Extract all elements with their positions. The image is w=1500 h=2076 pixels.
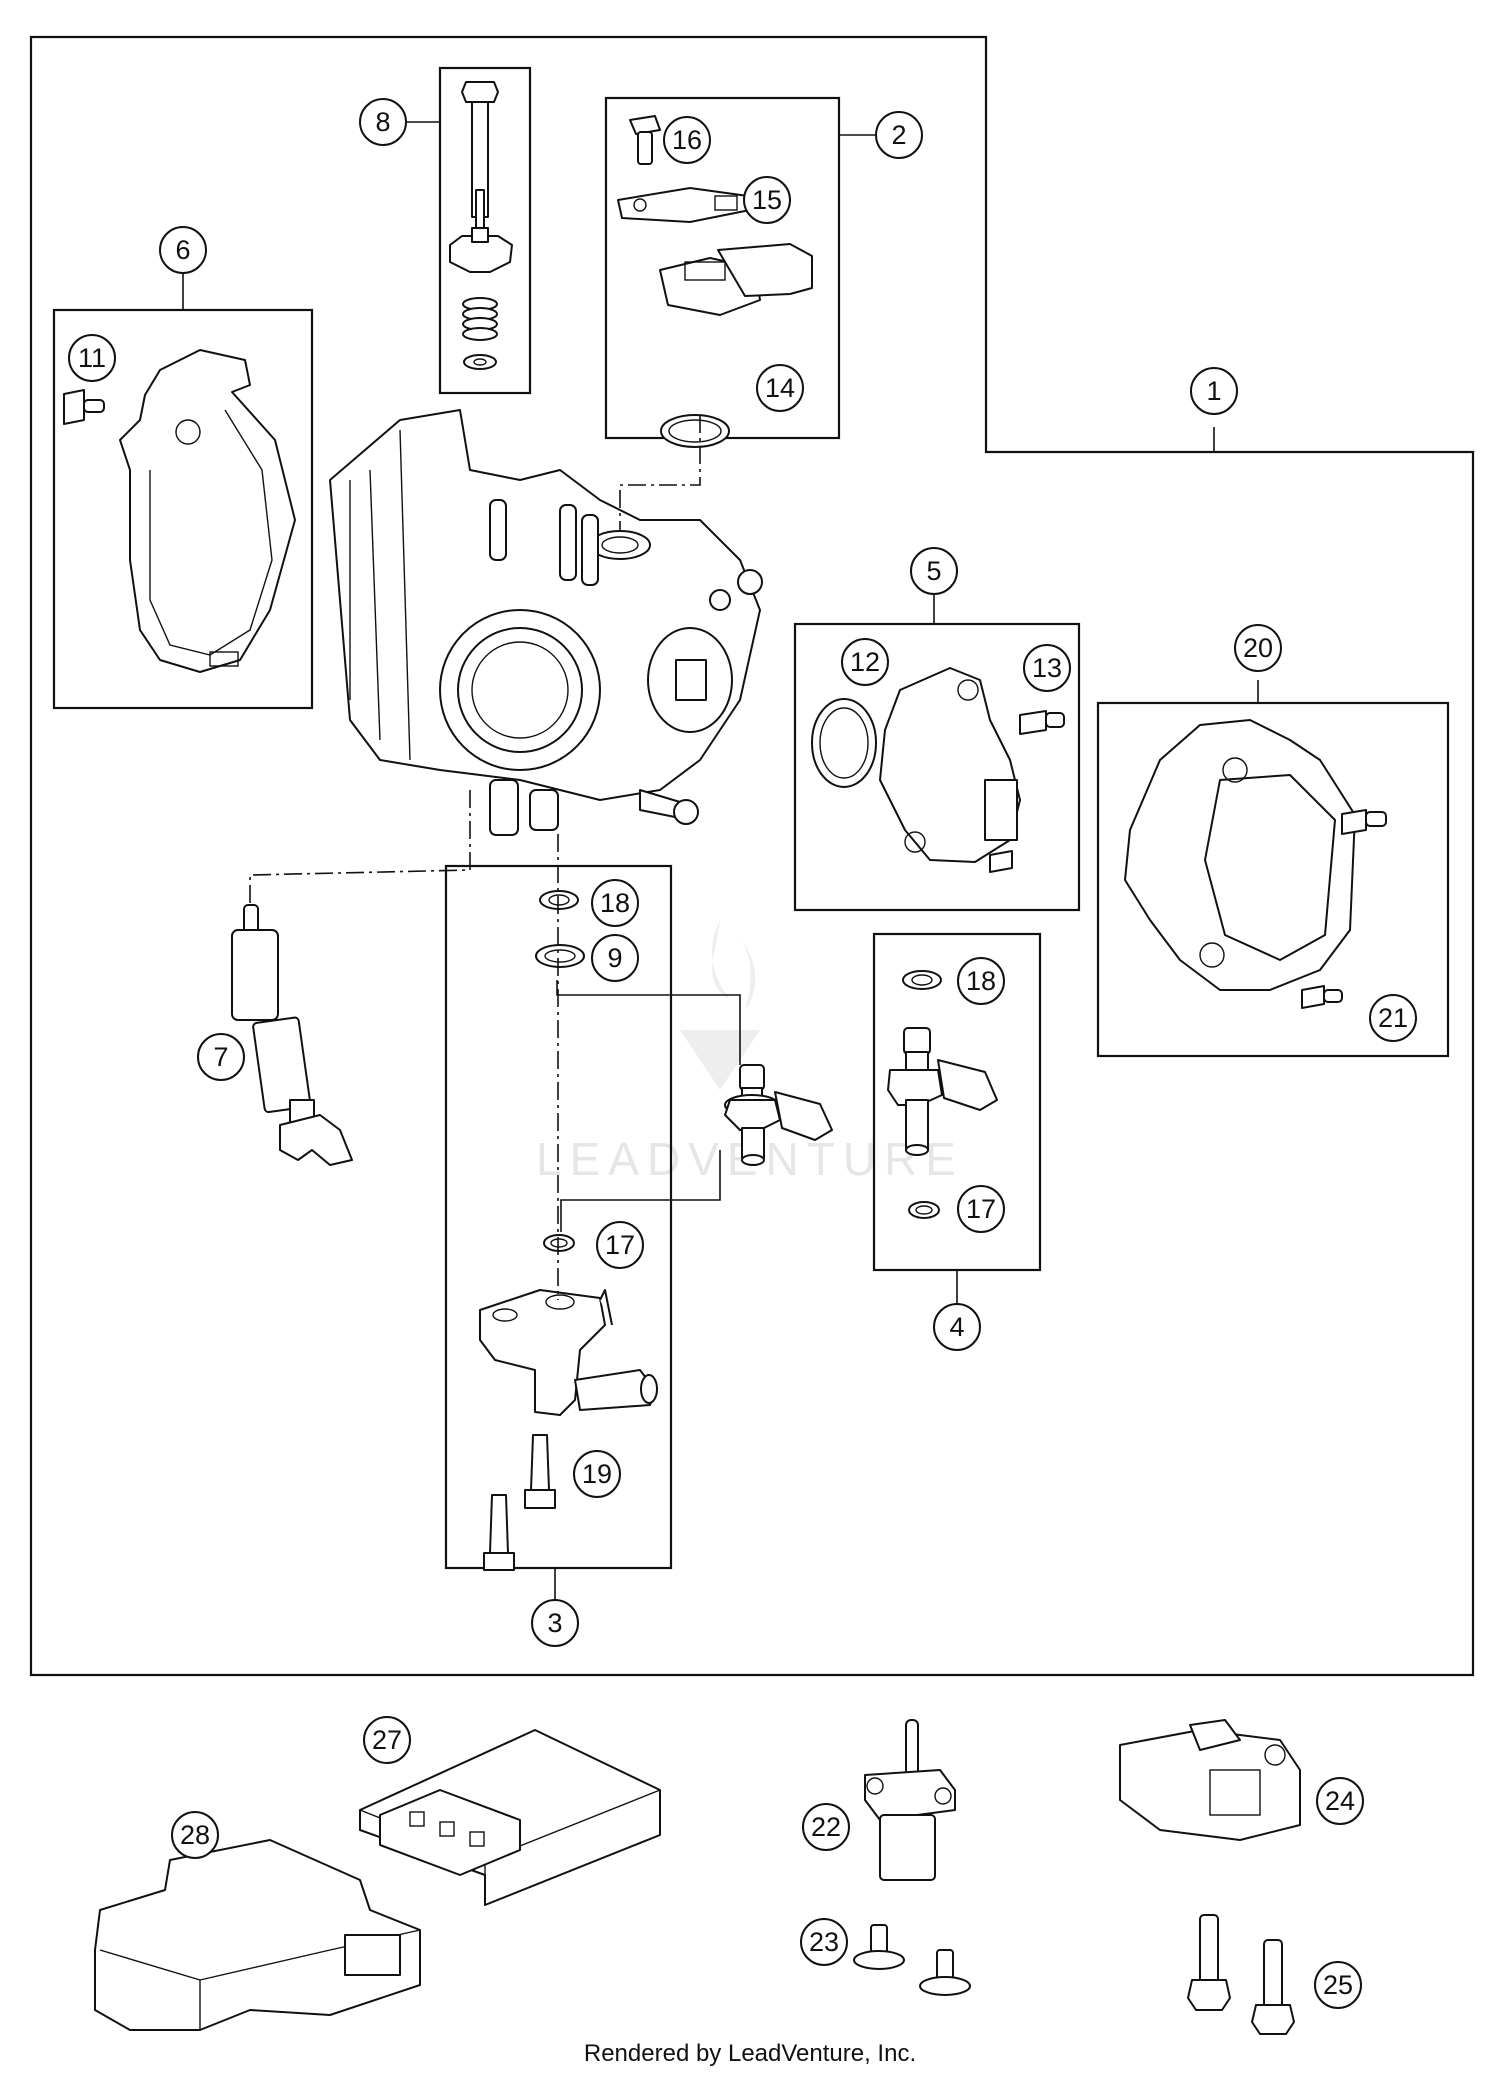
leader-lines [182, 121, 1259, 1600]
bolt-set-25 [1187, 1914, 1295, 2035]
callout-9[interactable]: 9 [591, 934, 639, 982]
svg-text:28: 28 [180, 1820, 210, 1850]
svg-text:16: 16 [672, 125, 702, 155]
callout-11[interactable]: 11 [68, 334, 116, 382]
group-box-5 [793, 622, 1081, 912]
svg-text:11: 11 [78, 343, 106, 373]
ecu-module [359, 1729, 661, 1906]
svg-text:17: 17 [966, 1194, 996, 1224]
svg-text:22: 22 [811, 1812, 841, 1842]
svg-text:21: 21 [1378, 1003, 1408, 1033]
callout-27[interactable]: 27 [363, 1716, 411, 1764]
svg-text:20: 20 [1243, 633, 1273, 663]
svg-text:9: 9 [607, 943, 622, 973]
group-box-20 [1096, 701, 1450, 1058]
svg-text:15: 15 [752, 185, 782, 215]
callout-16[interactable]: 16 [663, 116, 711, 164]
callout-4[interactable]: 4 [933, 1303, 981, 1351]
svg-text:17: 17 [605, 1230, 635, 1260]
callout-20[interactable]: 20 [1234, 624, 1282, 672]
svg-text:13: 13 [1032, 653, 1062, 683]
callout-14[interactable]: 14 [756, 364, 804, 412]
svg-text:27: 27 [372, 1725, 402, 1755]
callout-23[interactable]: 23 [800, 1918, 848, 1966]
callout-22[interactable]: 22 [802, 1803, 850, 1851]
callout-15[interactable]: 15 [743, 176, 791, 224]
svg-text:6: 6 [175, 235, 190, 265]
throttle-body-assembly-frame [29, 35, 1475, 1677]
cover-bracket [119, 349, 296, 673]
callout-8[interactable]: 8 [359, 98, 407, 146]
callout-17-rail[interactable]: 17 [596, 1221, 644, 1269]
svg-text:19: 19 [582, 1459, 612, 1489]
callout-21[interactable]: 21 [1369, 994, 1417, 1042]
callout-17-injector[interactable]: 17 [957, 1185, 1005, 1233]
connector [1119, 1719, 1301, 1841]
callout-5[interactable]: 5 [910, 547, 958, 595]
fuel-injector-set [887, 970, 998, 1219]
callout-13[interactable]: 13 [1023, 644, 1071, 692]
temperature-sensor [231, 904, 353, 1166]
svg-text:2: 2 [891, 120, 906, 150]
callout-18-injector[interactable]: 18 [957, 957, 1005, 1005]
fuel-injector-center [724, 1064, 833, 1166]
svg-text:18: 18 [966, 966, 996, 996]
adjusting-screw-set [449, 81, 513, 370]
pressure-sensor [864, 1719, 956, 1881]
svg-text:18: 18 [600, 888, 630, 918]
callout-25[interactable]: 25 [1314, 1961, 1362, 2009]
throttle-body [329, 409, 763, 836]
callout-6[interactable]: 6 [159, 226, 207, 274]
callout-12[interactable]: 12 [841, 638, 889, 686]
callout-18-rail[interactable]: 18 [591, 879, 639, 927]
callout-24[interactable]: 24 [1316, 1777, 1364, 1825]
svg-text:5: 5 [926, 556, 941, 586]
tps-sensor [1124, 719, 1387, 1009]
svg-text:4: 4 [949, 1312, 964, 1342]
svg-text:3: 3 [547, 1608, 562, 1638]
callout-2[interactable]: 2 [875, 111, 923, 159]
svg-text:7: 7 [213, 1042, 228, 1072]
control-unit [94, 1839, 421, 2031]
svg-text:25: 25 [1323, 1970, 1353, 2000]
callout-1[interactable]: 1 [1190, 367, 1238, 415]
screw-set-23 [853, 1924, 971, 1996]
render-credit: Rendered by LeadVenture, Inc. [583, 2040, 917, 2067]
callout-19[interactable]: 19 [573, 1450, 621, 1498]
group-box-8 [438, 66, 532, 395]
svg-text:14: 14 [765, 373, 795, 403]
svg-text:23: 23 [809, 1927, 839, 1957]
callout-3[interactable]: 3 [531, 1599, 579, 1647]
svg-text:1: 1 [1206, 376, 1221, 406]
callout-28[interactable]: 28 [171, 1811, 219, 1859]
map-sensor-set [811, 667, 1065, 873]
callout-7[interactable]: 7 [197, 1033, 245, 1081]
position-sensor-set [617, 115, 813, 448]
svg-text:8: 8 [375, 107, 390, 137]
svg-text:12: 12 [850, 647, 880, 677]
fuel-rail-set [479, 890, 658, 1571]
svg-text:24: 24 [1325, 1786, 1355, 1816]
screw-11 [63, 389, 105, 425]
